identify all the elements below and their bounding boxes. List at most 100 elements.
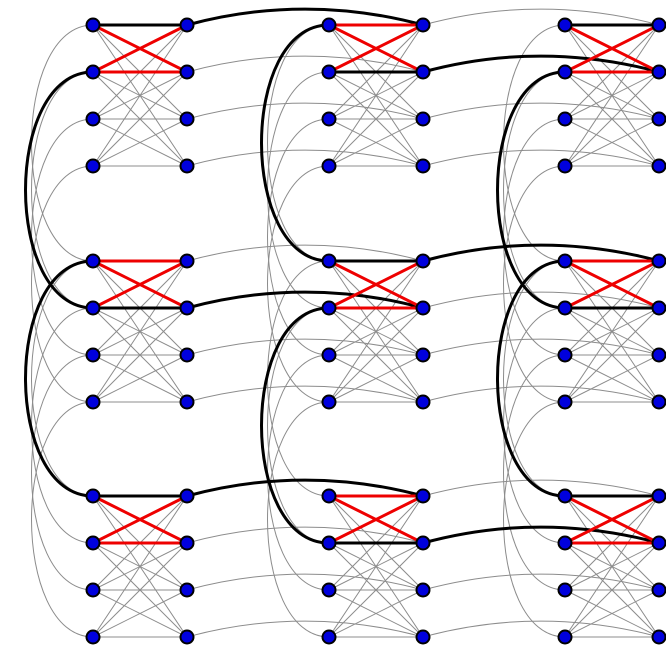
qubit-node [651, 64, 666, 80]
horizontal-coupler-edge [422, 620, 660, 638]
intracell-coupler-edge [92, 495, 188, 638]
qubit-node [321, 158, 337, 174]
qubit-node [85, 629, 101, 645]
qubit-node [651, 347, 666, 363]
qubit-node [415, 347, 431, 363]
qubit-node [321, 394, 337, 410]
qubit-node [415, 629, 431, 645]
qubit-node [651, 394, 666, 410]
intracell-coupler-edge [564, 24, 660, 167]
vertical-coupler-edge [503, 165, 566, 403]
vertical-coupler-edge [503, 307, 566, 544]
intracell-coupler-edge [92, 118, 188, 167]
vertical-coupler-edge [503, 260, 566, 497]
vertical-coupler-edge [267, 118, 330, 356]
intracell-coupler-edge [564, 118, 660, 167]
qubit-node [85, 488, 101, 504]
horizontal-coupler-edge [422, 385, 660, 403]
qubit-node [85, 253, 101, 269]
highlighted-intracell-edge [92, 494, 188, 545]
vertical-coupler-edge [31, 71, 94, 309]
qubit-node [85, 347, 101, 363]
qubit-node [415, 394, 431, 410]
qubit-node [321, 300, 337, 316]
qubit-node [651, 629, 666, 645]
highlighted-coupler-edge [496, 259, 566, 498]
vertical-coupler-edge [267, 307, 330, 544]
intracell-coupler-edge [92, 24, 188, 167]
qubit-node [557, 64, 573, 80]
vertical-coupler-edge [267, 165, 330, 403]
highlighted-intracell-edge [328, 259, 424, 310]
horizontal-coupler-edge [422, 149, 660, 167]
intracell-coupler-edge [328, 260, 424, 403]
qubit-node [415, 158, 431, 174]
qubit-node [415, 300, 431, 316]
qubit-node [321, 17, 337, 33]
qubit-node [179, 535, 195, 551]
intracell-coupler-edge [328, 71, 424, 167]
intracell-coupler-edge [92, 307, 188, 403]
qubit-node [415, 488, 431, 504]
intracell-coupler-edge [564, 71, 660, 167]
qubit-node [557, 347, 573, 363]
qubit-node [179, 64, 195, 80]
intracell-coupler-edge [564, 307, 660, 403]
qubit-node [651, 535, 666, 551]
qubit-node [557, 158, 573, 174]
qubit-node [557, 535, 573, 551]
qubit-node [179, 488, 195, 504]
qubit-node [651, 582, 666, 598]
horizontal-coupler-edge [422, 102, 660, 120]
qubit-node [651, 253, 666, 269]
intracell-coupler-edge [328, 118, 424, 167]
qubit-node [179, 253, 195, 269]
intracell-coupler-edge [92, 589, 188, 638]
qubit-node [85, 17, 101, 33]
qubit-node [415, 111, 431, 127]
qubit-node [179, 17, 195, 33]
qubit-node [321, 253, 337, 269]
horizontal-coupler-edge [186, 620, 424, 638]
qubit-node [85, 394, 101, 410]
highlighted-intracell-edge [564, 494, 660, 545]
qubit-node [415, 535, 431, 551]
vertical-coupler-edge [31, 24, 94, 262]
intracell-coupler-edge [328, 307, 424, 403]
highlighted-coupler-edge [186, 290, 424, 310]
qubit-node [321, 347, 337, 363]
qubit-node [321, 629, 337, 645]
horizontal-coupler-edge [186, 55, 424, 73]
highlighted-coupler-edge [186, 478, 424, 498]
qubit-node [651, 158, 666, 174]
qubit-node [321, 582, 337, 598]
vertical-coupler-edge [31, 165, 94, 403]
vertical-coupler-edge [503, 71, 566, 309]
highlighted-coupler-edge [24, 70, 94, 310]
vertical-coupler-edge [31, 401, 94, 638]
vertical-coupler-edge [31, 118, 94, 356]
vertical-coupler-edge [31, 307, 94, 544]
intracell-coupler-edge [328, 24, 424, 167]
highlighted-coupler-edge [186, 7, 424, 27]
intracell-coupler-edge [564, 495, 660, 638]
qubit-node [179, 582, 195, 598]
qubit-node [179, 300, 195, 316]
qubit-node [179, 394, 195, 410]
qubit-node [85, 64, 101, 80]
qubit-node [557, 488, 573, 504]
qubit-node [651, 17, 666, 33]
qubit-node [415, 582, 431, 598]
vertical-coupler-edge [503, 24, 566, 262]
horizontal-coupler-edge [186, 102, 424, 120]
highlighted-intracell-edge [564, 259, 660, 310]
qubit-node [179, 111, 195, 127]
qubit-node [179, 629, 195, 645]
horizontal-coupler-edge [186, 526, 424, 544]
highlighted-coupler-edge [422, 54, 660, 74]
qubit-node [557, 300, 573, 316]
qubit-node [85, 582, 101, 598]
horizontal-coupler-edge [422, 573, 660, 591]
highlighted-coupler-edge [24, 259, 94, 498]
qubit-node [557, 111, 573, 127]
